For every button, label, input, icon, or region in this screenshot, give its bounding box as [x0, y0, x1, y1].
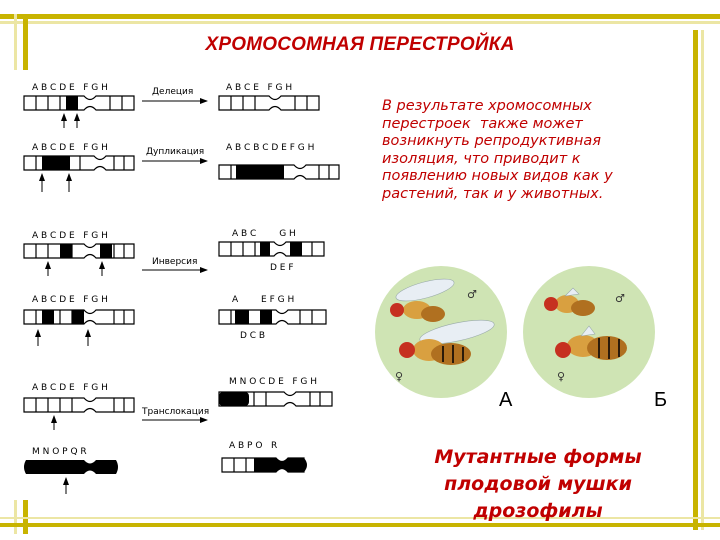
body-line-4: изоляция, что приводит к: [382, 150, 581, 167]
right-frame-bar-light: [701, 30, 704, 530]
arrows-r2: [39, 173, 72, 192]
band-r4-after-b: [260, 310, 272, 324]
top-frame-bar: [0, 14, 720, 19]
body-line-3: возникнуть репродуктивная: [382, 133, 602, 149]
chromosome-r4-after: [218, 309, 327, 325]
fly-a-male: [390, 278, 455, 322]
label-translocation: Транслокация: [141, 407, 209, 417]
caption-line-3: дрозофилы: [473, 500, 603, 522]
letters-r1-after: A B C E F G H: [226, 83, 292, 93]
band-r4-a: [42, 310, 54, 324]
caption-line-1: Мутантные формы: [434, 446, 642, 468]
letters-r1-before: A B C D E F G H: [32, 83, 108, 93]
chromosome-r3-before: [23, 243, 135, 259]
fly-circle-b: ♂ ♀: [523, 266, 655, 398]
band-r3-after-a: [260, 242, 270, 256]
fly-b-female: [555, 325, 627, 360]
arrows-r1: [61, 113, 80, 128]
label-a: А: [499, 389, 513, 411]
band-r6-after: [254, 458, 307, 472]
chromosome-r3-after: [218, 241, 325, 257]
drosophila-illustration: ♂ ♀ А ♂ ♀ Б: [367, 260, 670, 411]
arrows-r4: [35, 329, 91, 346]
female-symbol-b: ♀: [557, 370, 565, 383]
fly-circle-a: ♂ ♀: [375, 266, 507, 398]
female-symbol-a: ♀: [395, 370, 403, 383]
chromosome-diagram: A B C D E F G H Делеция A B C E F G H A …: [14, 70, 344, 500]
letters-r5-before: A B C D E F G H: [32, 383, 108, 393]
label-inversion: Инверсия: [152, 257, 197, 267]
body-line-6: растений, так и у животных.: [382, 185, 604, 202]
letters-r3-after-top: A B C G H: [232, 229, 296, 239]
band-r4-after-a: [235, 310, 249, 324]
arrows-r3: [45, 261, 105, 276]
letters-r2-after: A B C B C D E F G H: [226, 143, 314, 153]
chromosome-r2-after: [218, 164, 340, 180]
letters-r6-before: M N O P Q R: [32, 447, 87, 457]
letters-r4-after-top: A E F G H: [232, 295, 294, 305]
band-r2-after: [236, 165, 284, 179]
label-deletion: Делеция: [152, 87, 193, 97]
letters-r6-after: A B P O R: [229, 441, 277, 451]
right-frame-bar: [693, 30, 698, 530]
letters-r5-after: M N O C D E F G H: [229, 377, 317, 387]
letters-r4-after-bottom: D C B: [240, 331, 265, 341]
chromosome-r6-before: [24, 460, 118, 474]
label-b: Б: [654, 389, 667, 411]
explanation-text: В результате хромосомных перестроек такж…: [382, 98, 692, 203]
band-r4-b: [72, 310, 84, 324]
letters-r3-after-bottom: D E F: [270, 263, 294, 273]
fly-b-male: [544, 287, 595, 316]
male-symbol-a: ♂: [467, 288, 477, 301]
body-line-5: появлению новых видов как у: [382, 168, 613, 184]
fly-caption: Мутантные формы плодовой мушки дрозофилы: [388, 444, 688, 525]
chromosome-r1-before: [23, 95, 135, 111]
body-line-2: перестроек также может: [382, 115, 583, 132]
letters-r3-before: A B C D E F G H: [32, 231, 108, 241]
chromosome-r2-before: [23, 155, 135, 171]
body-line-1: В результате хромосомных: [382, 98, 592, 114]
band-r5-after: [219, 392, 249, 406]
top-frame-bar-light: [0, 21, 720, 24]
caption-line-2: плодовой мушки: [444, 473, 632, 495]
chromosome-r5-before: [23, 397, 135, 413]
band-r3-b: [100, 244, 112, 258]
chromosome-r1-after: [218, 95, 320, 111]
letters-r4-before: A B C D E F G H: [32, 295, 108, 305]
band-r3-a: [60, 244, 72, 258]
bottom-frame-bar-light: [0, 517, 720, 519]
fly-a-female: [399, 319, 495, 365]
label-duplication: Дупликация: [146, 147, 204, 157]
band-r2: [42, 156, 70, 170]
letters-r2-before: A B C D E F G H: [32, 143, 108, 153]
bottom-frame-bar: [0, 523, 720, 527]
male-symbol-b: ♂: [615, 292, 625, 305]
chromosome-r5-after: [218, 391, 333, 407]
slide-title: ХРОМОСОМНАЯ ПЕРЕСТРОЙКА: [205, 34, 515, 55]
band-r3-after-b: [290, 242, 302, 256]
band-r1-d: [66, 96, 78, 110]
